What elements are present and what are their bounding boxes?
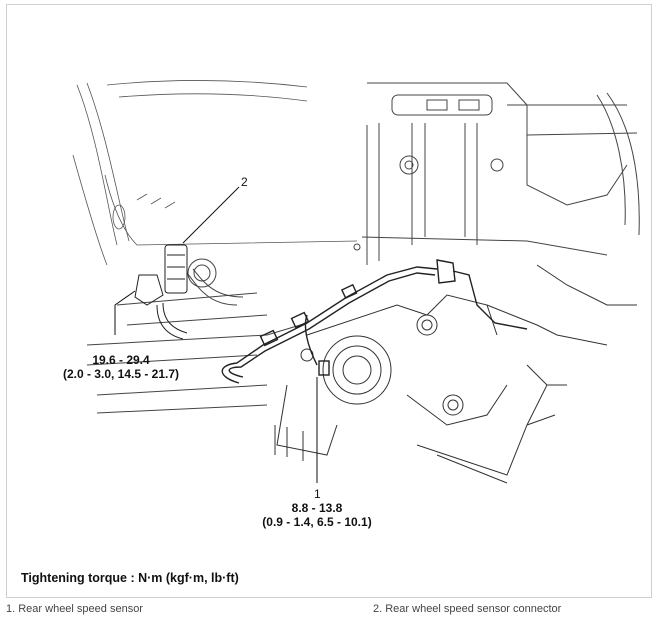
wheel-arch-lines bbox=[72, 80, 358, 266]
crossmember bbox=[353, 82, 640, 265]
bracket-torque-callout: 19.6 - 29.4 (2.0 - 3.0, 14.5 - 21.7) bbox=[21, 353, 221, 381]
sensor-torque-alt: (0.9 - 1.4, 6.5 - 10.1) bbox=[262, 515, 372, 529]
caption-item-2: 2. Rear wheel speed sensor connector bbox=[373, 603, 562, 615]
parts-legend: 1. Rear wheel speed sensor 2. Rear wheel… bbox=[0, 601, 658, 621]
callout-1-number: 1 bbox=[314, 487, 321, 501]
leader-lines bbox=[114, 186, 318, 483]
knuckle-hub bbox=[274, 264, 637, 484]
sensor-torque-nm: 8.8 - 13.8 bbox=[291, 501, 343, 515]
sensor-connector bbox=[134, 244, 188, 340]
lower-rails bbox=[86, 258, 308, 414]
bracket-torque-nm: 19.6 - 29.4 bbox=[92, 353, 150, 367]
bracket-torque-alt: (2.0 - 3.0, 14.5 - 21.7) bbox=[62, 367, 180, 381]
sensor-harness bbox=[221, 259, 528, 384]
tightening-torque-note: Tightening torque : N·m (kgf·m, lb·ft) bbox=[21, 571, 239, 585]
sensor-torque-callout: 8.8 - 13.8 (0.9 - 1.4, 6.5 - 10.1) bbox=[237, 501, 397, 529]
caption-item-1: 1. Rear wheel speed sensor bbox=[6, 603, 143, 615]
rear-suspension-illustration bbox=[72, 80, 640, 484]
diagram-frame: 2 19.6 - 29.4 (2.0 - 3.0, 14.5 - 21.7) 1… bbox=[6, 4, 652, 598]
callout-2-number: 2 bbox=[241, 175, 248, 189]
